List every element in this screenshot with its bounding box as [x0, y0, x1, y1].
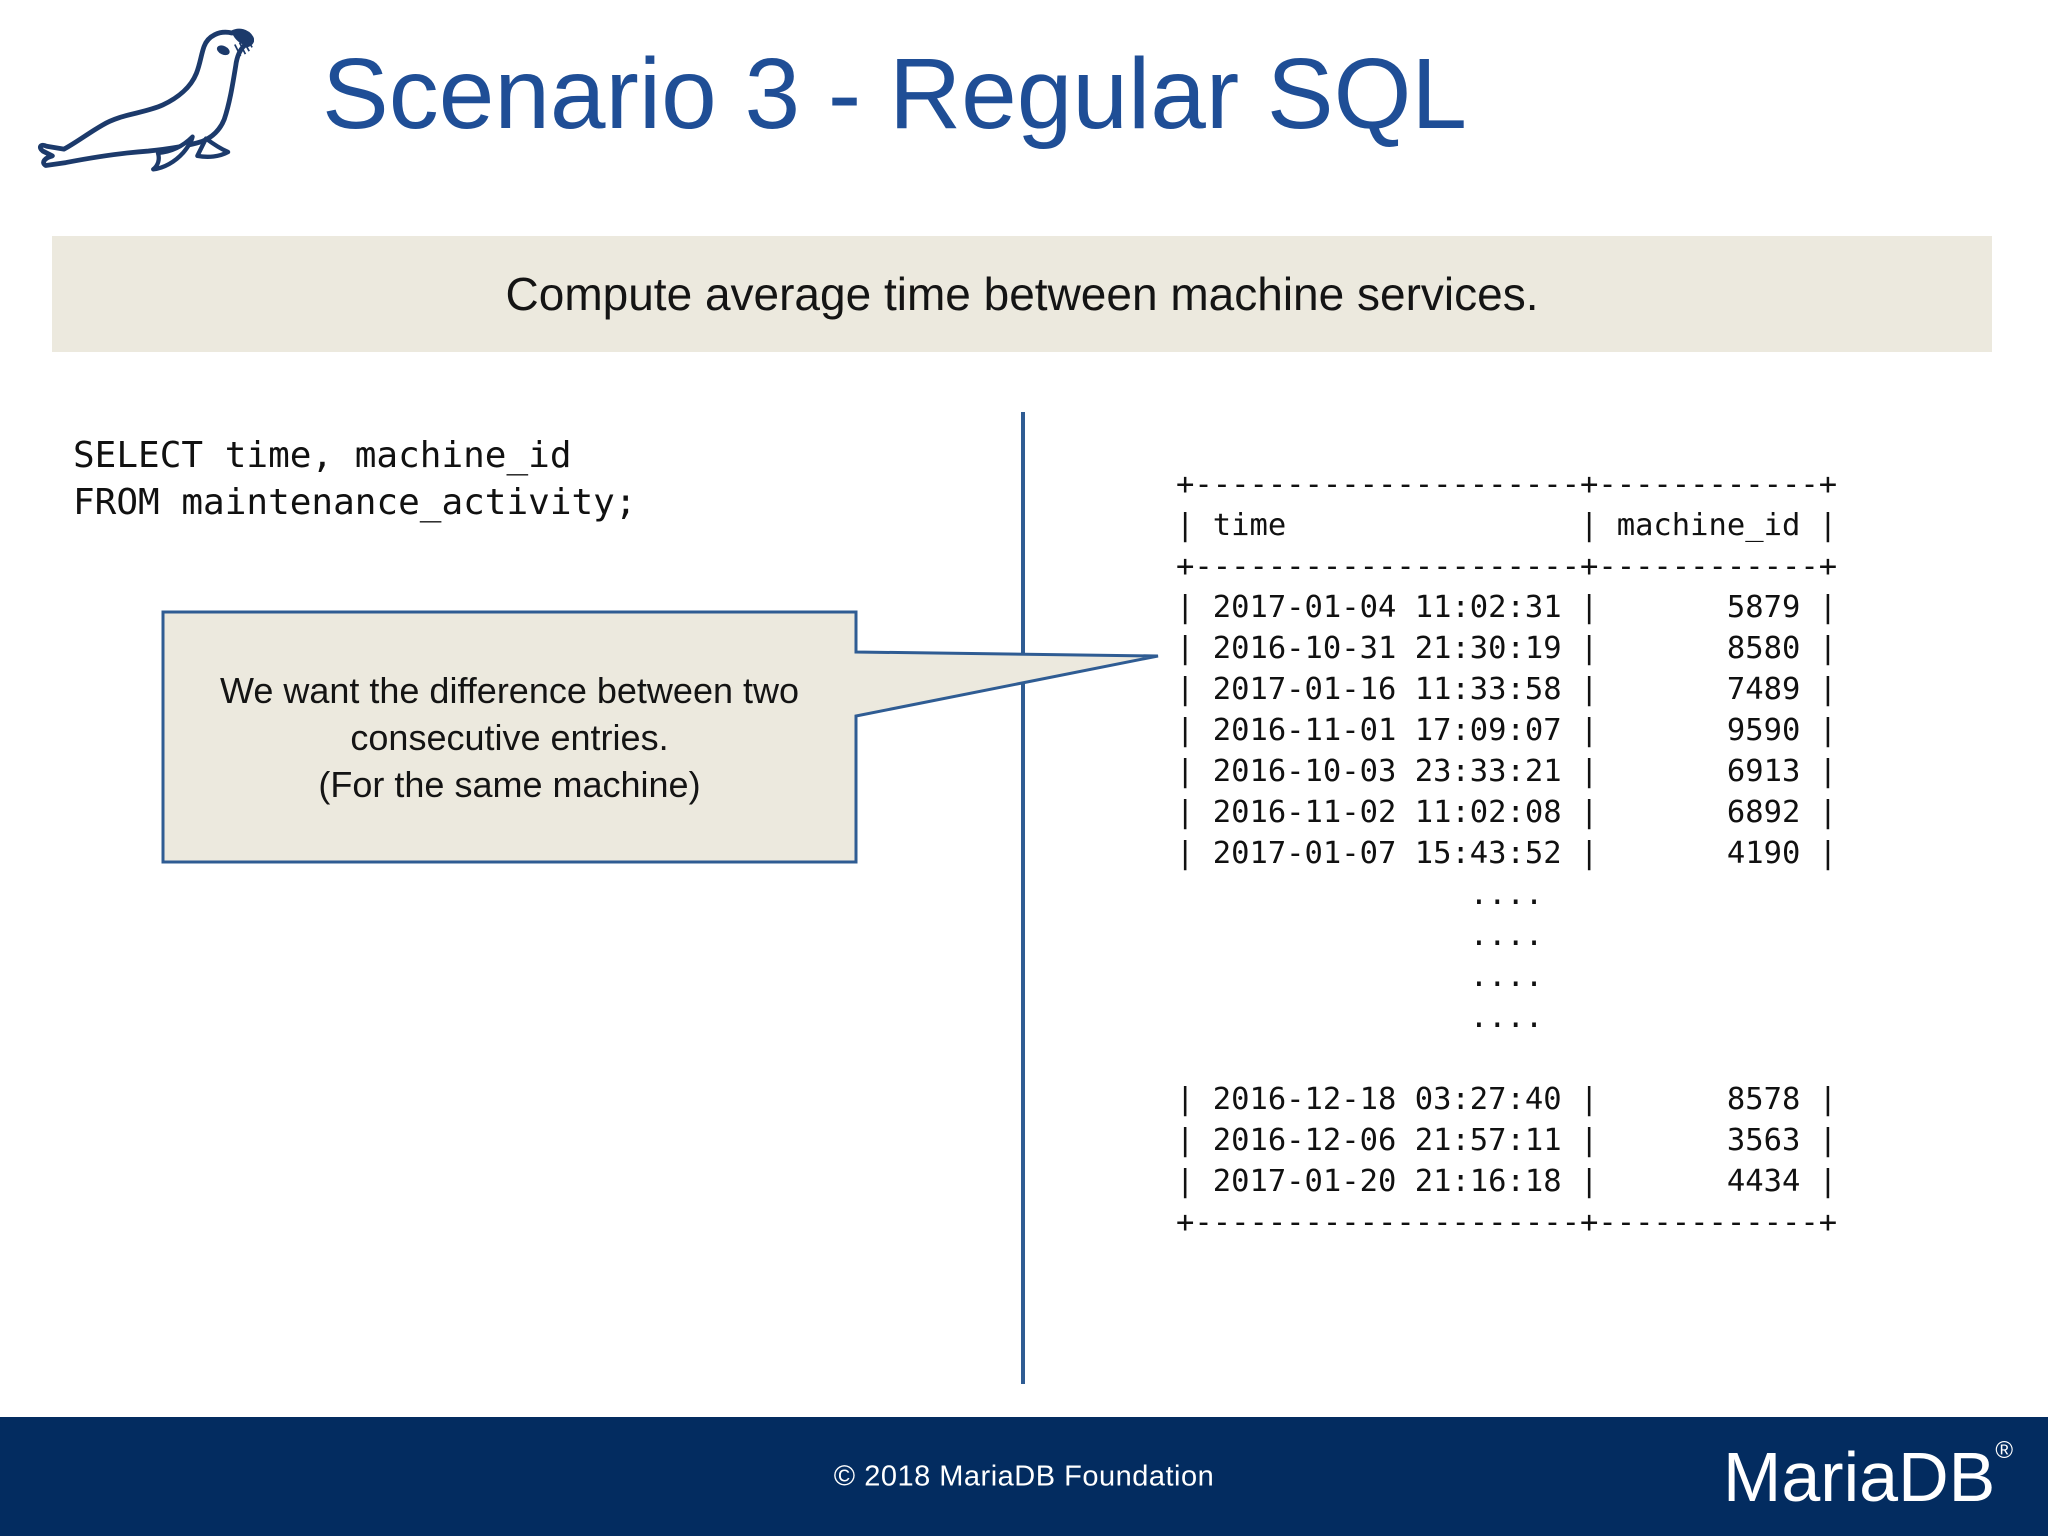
seal-icon: [38, 28, 254, 172]
callout-line-3: (For the same machine): [318, 763, 701, 805]
callout-text: We want the difference between two conse…: [163, 612, 856, 862]
sql-line-2: FROM maintenance_activity;: [73, 482, 637, 523]
mariadb-wordmark: MariaDB®: [1723, 1439, 2013, 1512]
banner-text: Compute average time between machine ser…: [505, 268, 1539, 320]
page-title: Scenario 3 - Regular SQL: [322, 38, 1468, 150]
banner: Compute average time between machine ser…: [52, 236, 1992, 352]
query-result-table: +---------------------+------------+ | t…: [1176, 466, 1838, 1240]
mariadb-wordmark-text: MariaDB: [1723, 1437, 1996, 1516]
copyright-text: © 2018 MariaDB Foundation: [833, 1460, 1215, 1492]
callout-line-1: We want the difference between two: [219, 669, 800, 711]
sql-line-1: SELECT time, machine_id: [73, 435, 572, 476]
divider-line: [1021, 412, 1025, 1384]
registered-mark-icon: ®: [1995, 1437, 2013, 1465]
callout-shape: [161, 610, 1159, 864]
callout-line-2: consecutive entries.: [350, 716, 669, 758]
callout-pointer: [161, 610, 1159, 864]
footer-bar: © 2018 MariaDB Foundation MariaDB®: [0, 1417, 2048, 1536]
mariadb-seal-logo: [38, 28, 254, 172]
